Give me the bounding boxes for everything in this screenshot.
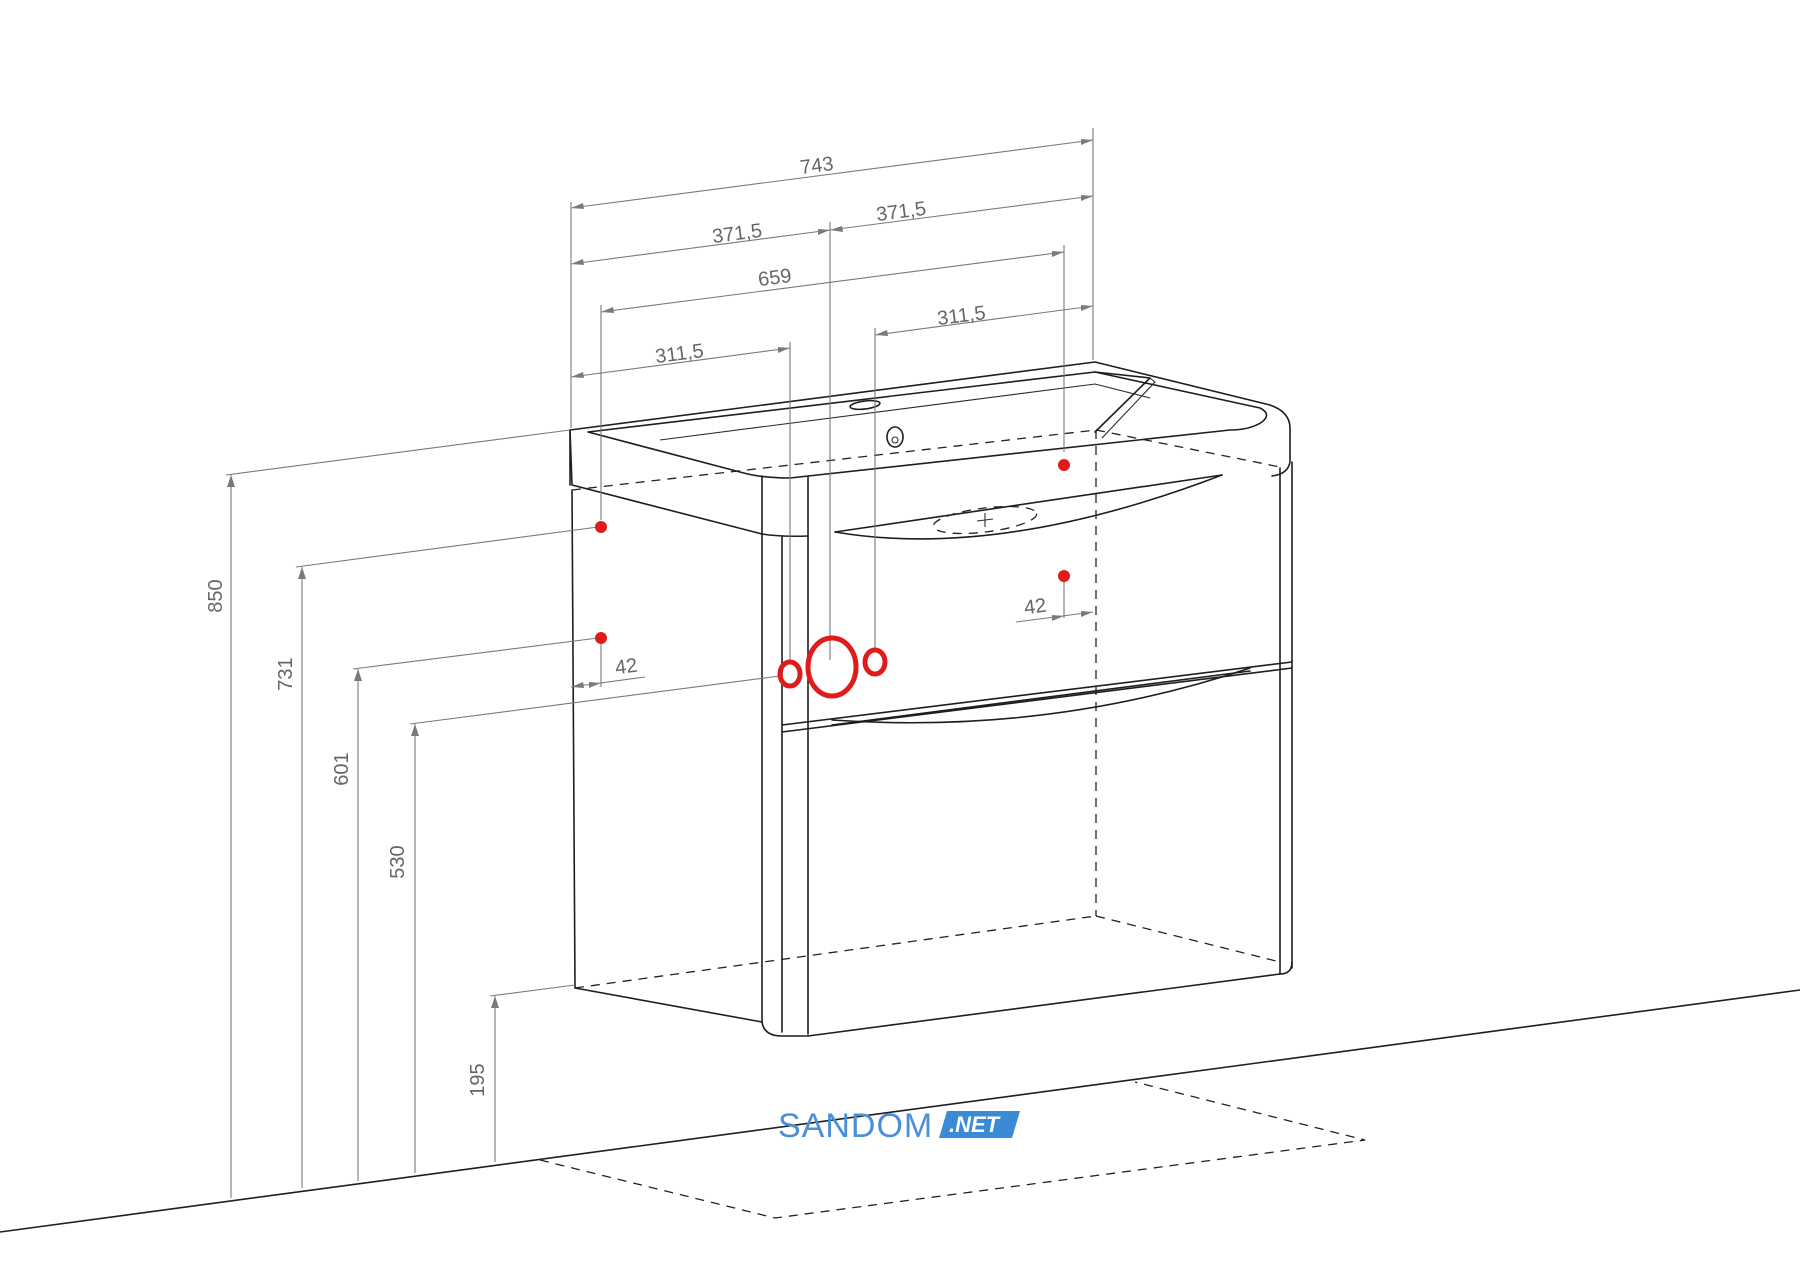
dim-right-offset: 311,5: [936, 302, 987, 330]
dim-left-edge-offset: 42: [614, 655, 639, 680]
dim-right-half: 371,5: [875, 198, 927, 226]
fixing-point-upper-right: [1058, 459, 1070, 471]
dim-height-total: 850: [205, 579, 227, 612]
hot-water-connection: [862, 647, 888, 677]
dim-total-width: 743: [799, 153, 835, 179]
dim-left-half: 371,5: [711, 220, 763, 248]
fixing-point-lower-left: [595, 632, 607, 644]
dim-right-edge-offset: 42: [1023, 595, 1048, 620]
logo-net-text: .NET: [949, 1112, 1001, 1137]
floor-lines: [0, 989, 1800, 1233]
dim-height-floor-gap: 195: [467, 1063, 489, 1096]
vertical-dimensions: [225, 429, 781, 1198]
vertical-dimension-labels: 850 731 601 530 195: [205, 579, 489, 1096]
logo-net-badge: [939, 1111, 1020, 1138]
cold-water-connection: [777, 659, 803, 689]
sandom-logo: SANDOM .NET: [778, 1107, 1020, 1145]
horizontal-dimensions: [570, 128, 1094, 688]
dim-height-fixing-upper: 731: [275, 657, 297, 690]
fixing-point-lower-right: [1058, 570, 1070, 582]
drain-connection: [805, 635, 859, 699]
logo-brand-text: SANDOM: [778, 1107, 933, 1145]
dim-fixing-span: 659: [757, 265, 793, 291]
fixing-point-upper-left: [595, 521, 607, 533]
dim-height-pipes: 530: [387, 845, 409, 878]
washbasin: [569, 361, 1291, 539]
vanity-cabinet: [571, 429, 1293, 1037]
dim-left-offset: 311,5: [654, 340, 705, 368]
connection-markers: [595, 459, 1070, 699]
dim-height-fixing-lower: 601: [331, 752, 353, 785]
